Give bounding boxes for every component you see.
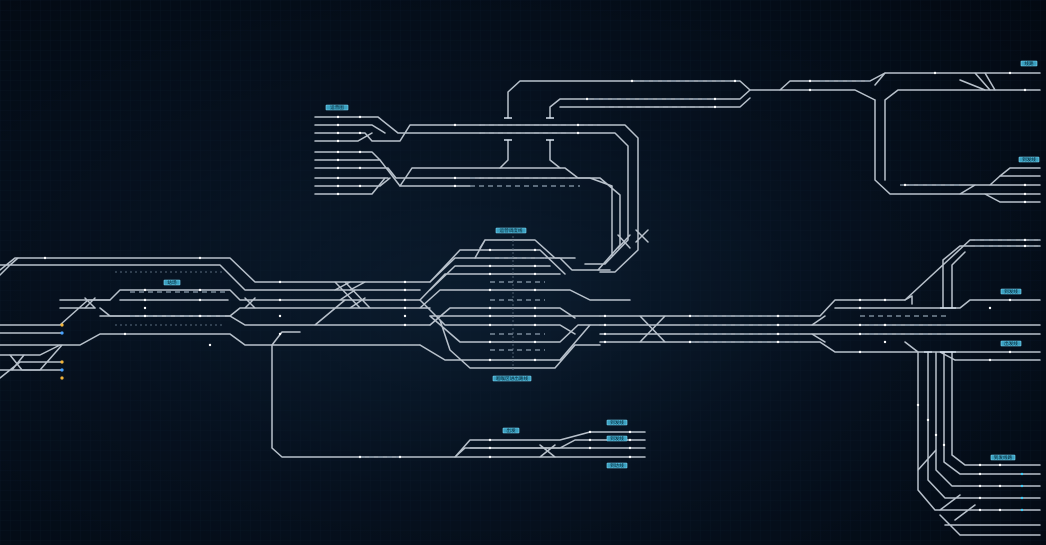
label-south-r1-text: 到发线 (610, 419, 624, 426)
west-lines (0, 257, 476, 380)
label-se: 到发线路 (990, 454, 1016, 461)
label-ne-mid: 到发线 (1018, 156, 1040, 163)
yard-east-upper (904, 239, 1041, 309)
label-ne-top-text: 线路 (1024, 60, 1034, 67)
label-center-bottom-text: 咽喉区进出路线 (496, 375, 529, 382)
upper-loop (504, 72, 1041, 119)
label-nw: 运营图 (325, 104, 349, 111)
label-east-1: 到发线 (1000, 288, 1022, 295)
label-nw-text: 运营图 (330, 104, 344, 111)
label-east-2-text: 出发线 (1004, 340, 1018, 347)
label-west: 站场 (163, 279, 181, 286)
signal-markers (43, 71, 1027, 512)
label-se-text: 到发线路 (994, 454, 1013, 461)
yard-northeast (874, 72, 1041, 203)
east-mainline (599, 295, 1041, 361)
label-south-r2-text: 到发线 (610, 435, 624, 442)
yard-southeast (904, 341, 1041, 536)
label-ne-mid-text: 到发线 (1022, 156, 1036, 163)
label-south-r2: 到发线 (606, 435, 628, 442)
label-center-bottom: 咽喉区进出路线 (492, 375, 532, 382)
label-ne-top: 线路 (1020, 60, 1038, 67)
label-south-r3: 到达线 (606, 462, 628, 469)
label-center-top-text: 运营调度线 (500, 227, 523, 234)
label-east-2: 出发线 (1000, 340, 1022, 347)
south-loop (271, 331, 646, 458)
label-south-text: 出发 (506, 427, 516, 434)
label-east-1-text: 到发线 (1004, 288, 1018, 295)
label-south-r3-text: 到达线 (610, 462, 624, 469)
label-west-text: 站场 (167, 279, 177, 286)
label-south-r1: 到发线 (606, 419, 628, 426)
central-station (314, 236, 631, 372)
label-south: 出发 (502, 427, 520, 434)
yard-northwest (314, 116, 649, 273)
label-center-top: 运营调度线 (495, 227, 527, 234)
